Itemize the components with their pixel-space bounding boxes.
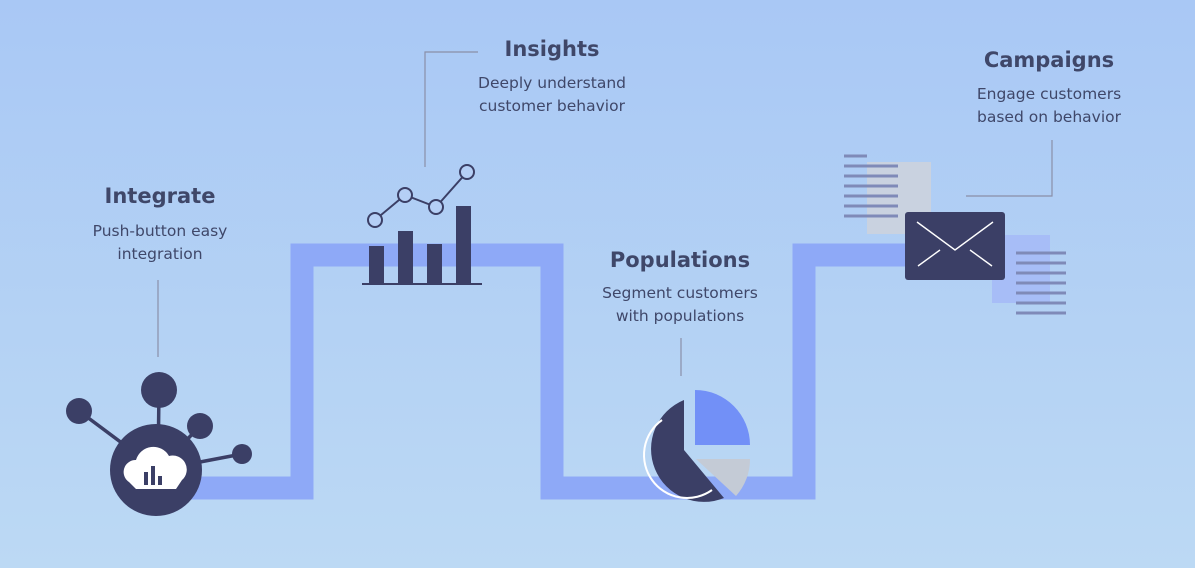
pie-inner-arc	[643, 419, 713, 500]
campaigns-desc-line-2: based on behavior	[977, 108, 1121, 126]
pie-gray-slice	[696, 459, 751, 496]
populations-description: Segment customers with populations	[560, 282, 800, 328]
integrate-title: Integrate	[104, 184, 216, 208]
pie-navy-slice	[651, 400, 724, 502]
envelope-documents-icon	[844, 154, 1066, 315]
leader-lines	[157, 51, 1053, 376]
insights-desc-line-2: customer behavior	[479, 97, 625, 115]
campaigns-title: Campaigns	[983, 48, 1115, 72]
flow-path	[170, 243, 915, 500]
populations-title: Populations	[609, 248, 751, 272]
campaigns-desc-line-1: Engage customers	[976, 85, 1122, 103]
pie-blue-slice	[695, 390, 750, 445]
campaigns-description: Engage customers based on behavior	[929, 83, 1169, 129]
bar-line-chart-icon	[362, 164, 482, 285]
integrate-desc-line-1: Push-button easy	[92, 222, 228, 240]
campaigns-leader-line	[966, 140, 1053, 197]
populations-desc-line-1: Segment customers	[602, 284, 758, 302]
envelope	[905, 212, 1005, 280]
integrate-description: Push-button easy integration	[40, 220, 280, 266]
insights-title: Insights	[504, 37, 600, 61]
analytics-badge-icon	[123, 446, 187, 489]
integrate-desc-line-2: integration	[117, 245, 203, 263]
network-hub-icon	[66, 372, 252, 516]
insights-desc-line-1: Deeply understand	[478, 74, 626, 92]
insights-leader-line	[424, 51, 478, 167]
populations-desc-line-2: with populations	[615, 307, 745, 325]
pie-chart-icon	[643, 390, 751, 502]
insights-description: Deeply understand customer behavior	[432, 72, 672, 118]
